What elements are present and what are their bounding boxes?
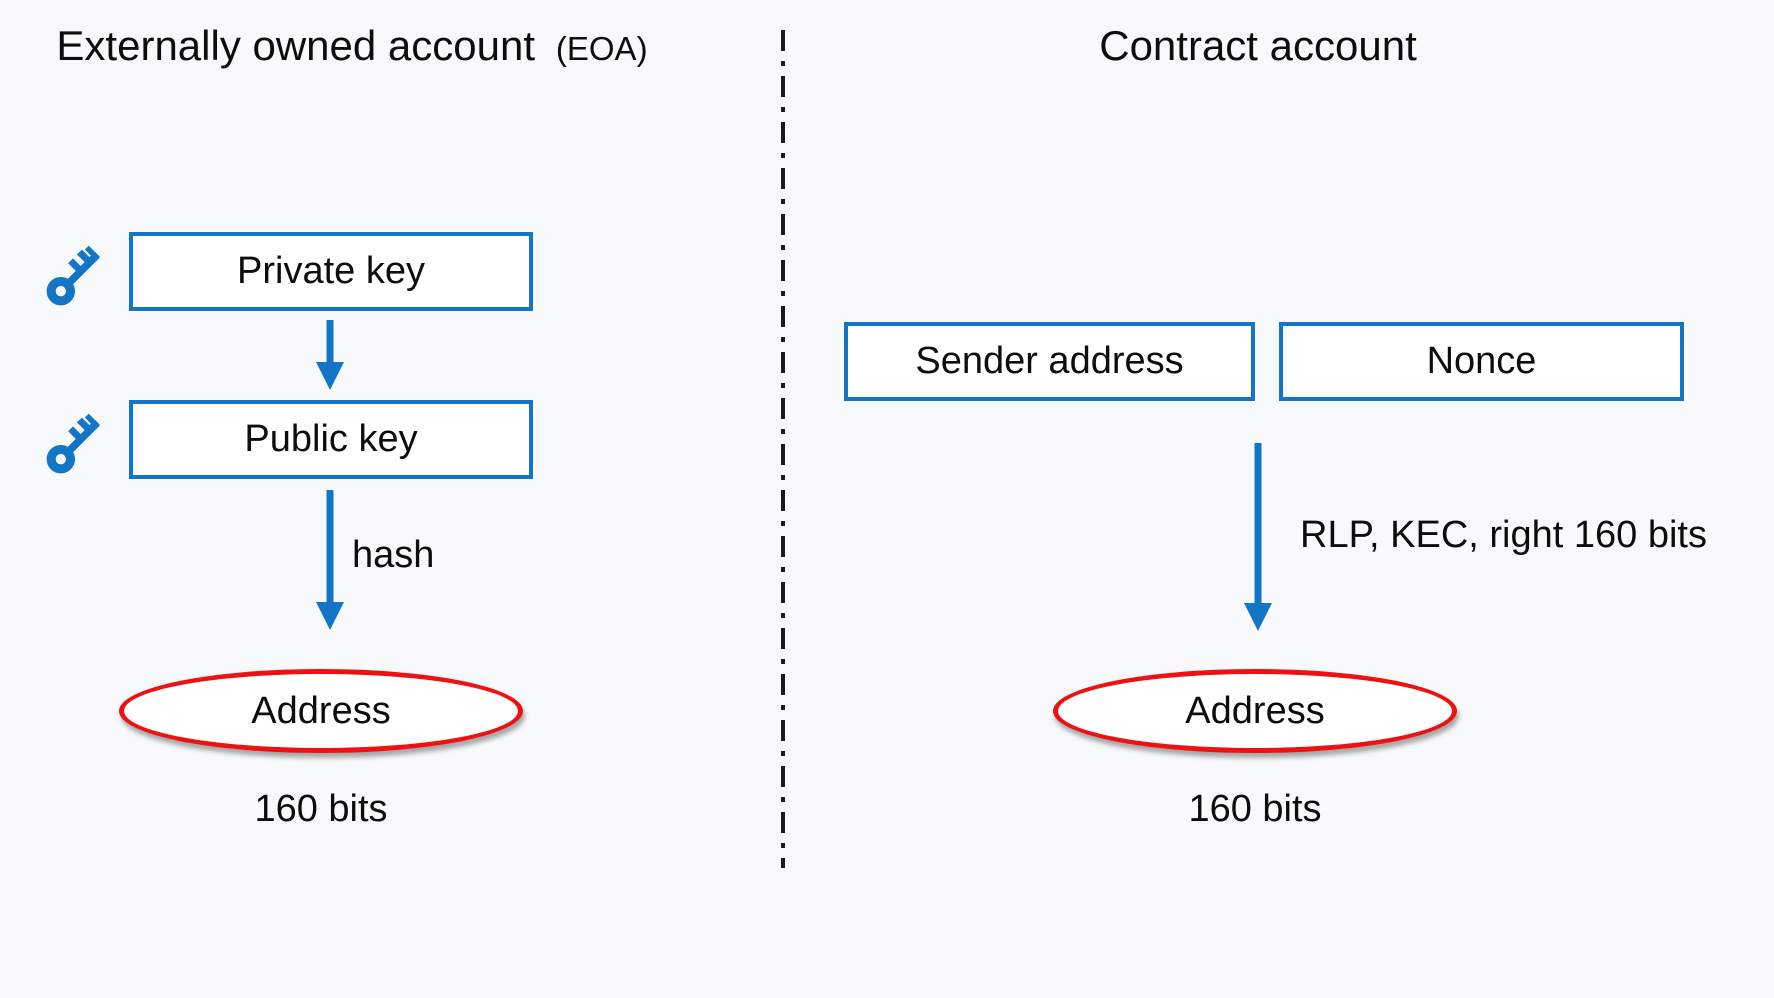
hash-label: hash [352, 534, 435, 576]
address-ellipse-eoa: Address [119, 669, 523, 753]
address-ellipse-contract: Address [1053, 669, 1457, 753]
key-icon [46, 245, 100, 306]
eoa-title: Externally owned account (EOA) [14, 22, 690, 70]
contract-title-text: Contract account [1099, 22, 1417, 69]
nonce-label: Nonce [1426, 340, 1537, 382]
private-key-box: Private key [129, 232, 533, 311]
bits-label-eoa: 160 bits [254, 788, 388, 830]
contract-title: Contract account [1026, 22, 1490, 70]
sender-address-label: Sender address [915, 340, 1184, 382]
nonce-box: Nonce [1279, 322, 1684, 401]
address-label: Address [1185, 689, 1325, 732]
dash-dot-divider [781, 30, 785, 868]
bits-label-contract: 160 bits [1188, 788, 1322, 830]
sender-address-box: Sender address [844, 322, 1255, 401]
rlp-arrow-icon [1244, 443, 1272, 631]
eoa-title-suffix: (EOA) [555, 30, 648, 67]
address-label: Address [251, 689, 391, 732]
public-key-box: Public key [129, 400, 533, 479]
private-key-label: Private key [237, 250, 425, 292]
eoa-title-text: Externally owned account [56, 22, 536, 69]
public-key-label: Public key [244, 418, 418, 460]
hash-arrow-icon [316, 490, 344, 630]
rlp-label: RLP, KEC, right 160 bits [1300, 514, 1707, 556]
down-arrow-icon [316, 320, 344, 390]
key-icon [46, 413, 100, 474]
